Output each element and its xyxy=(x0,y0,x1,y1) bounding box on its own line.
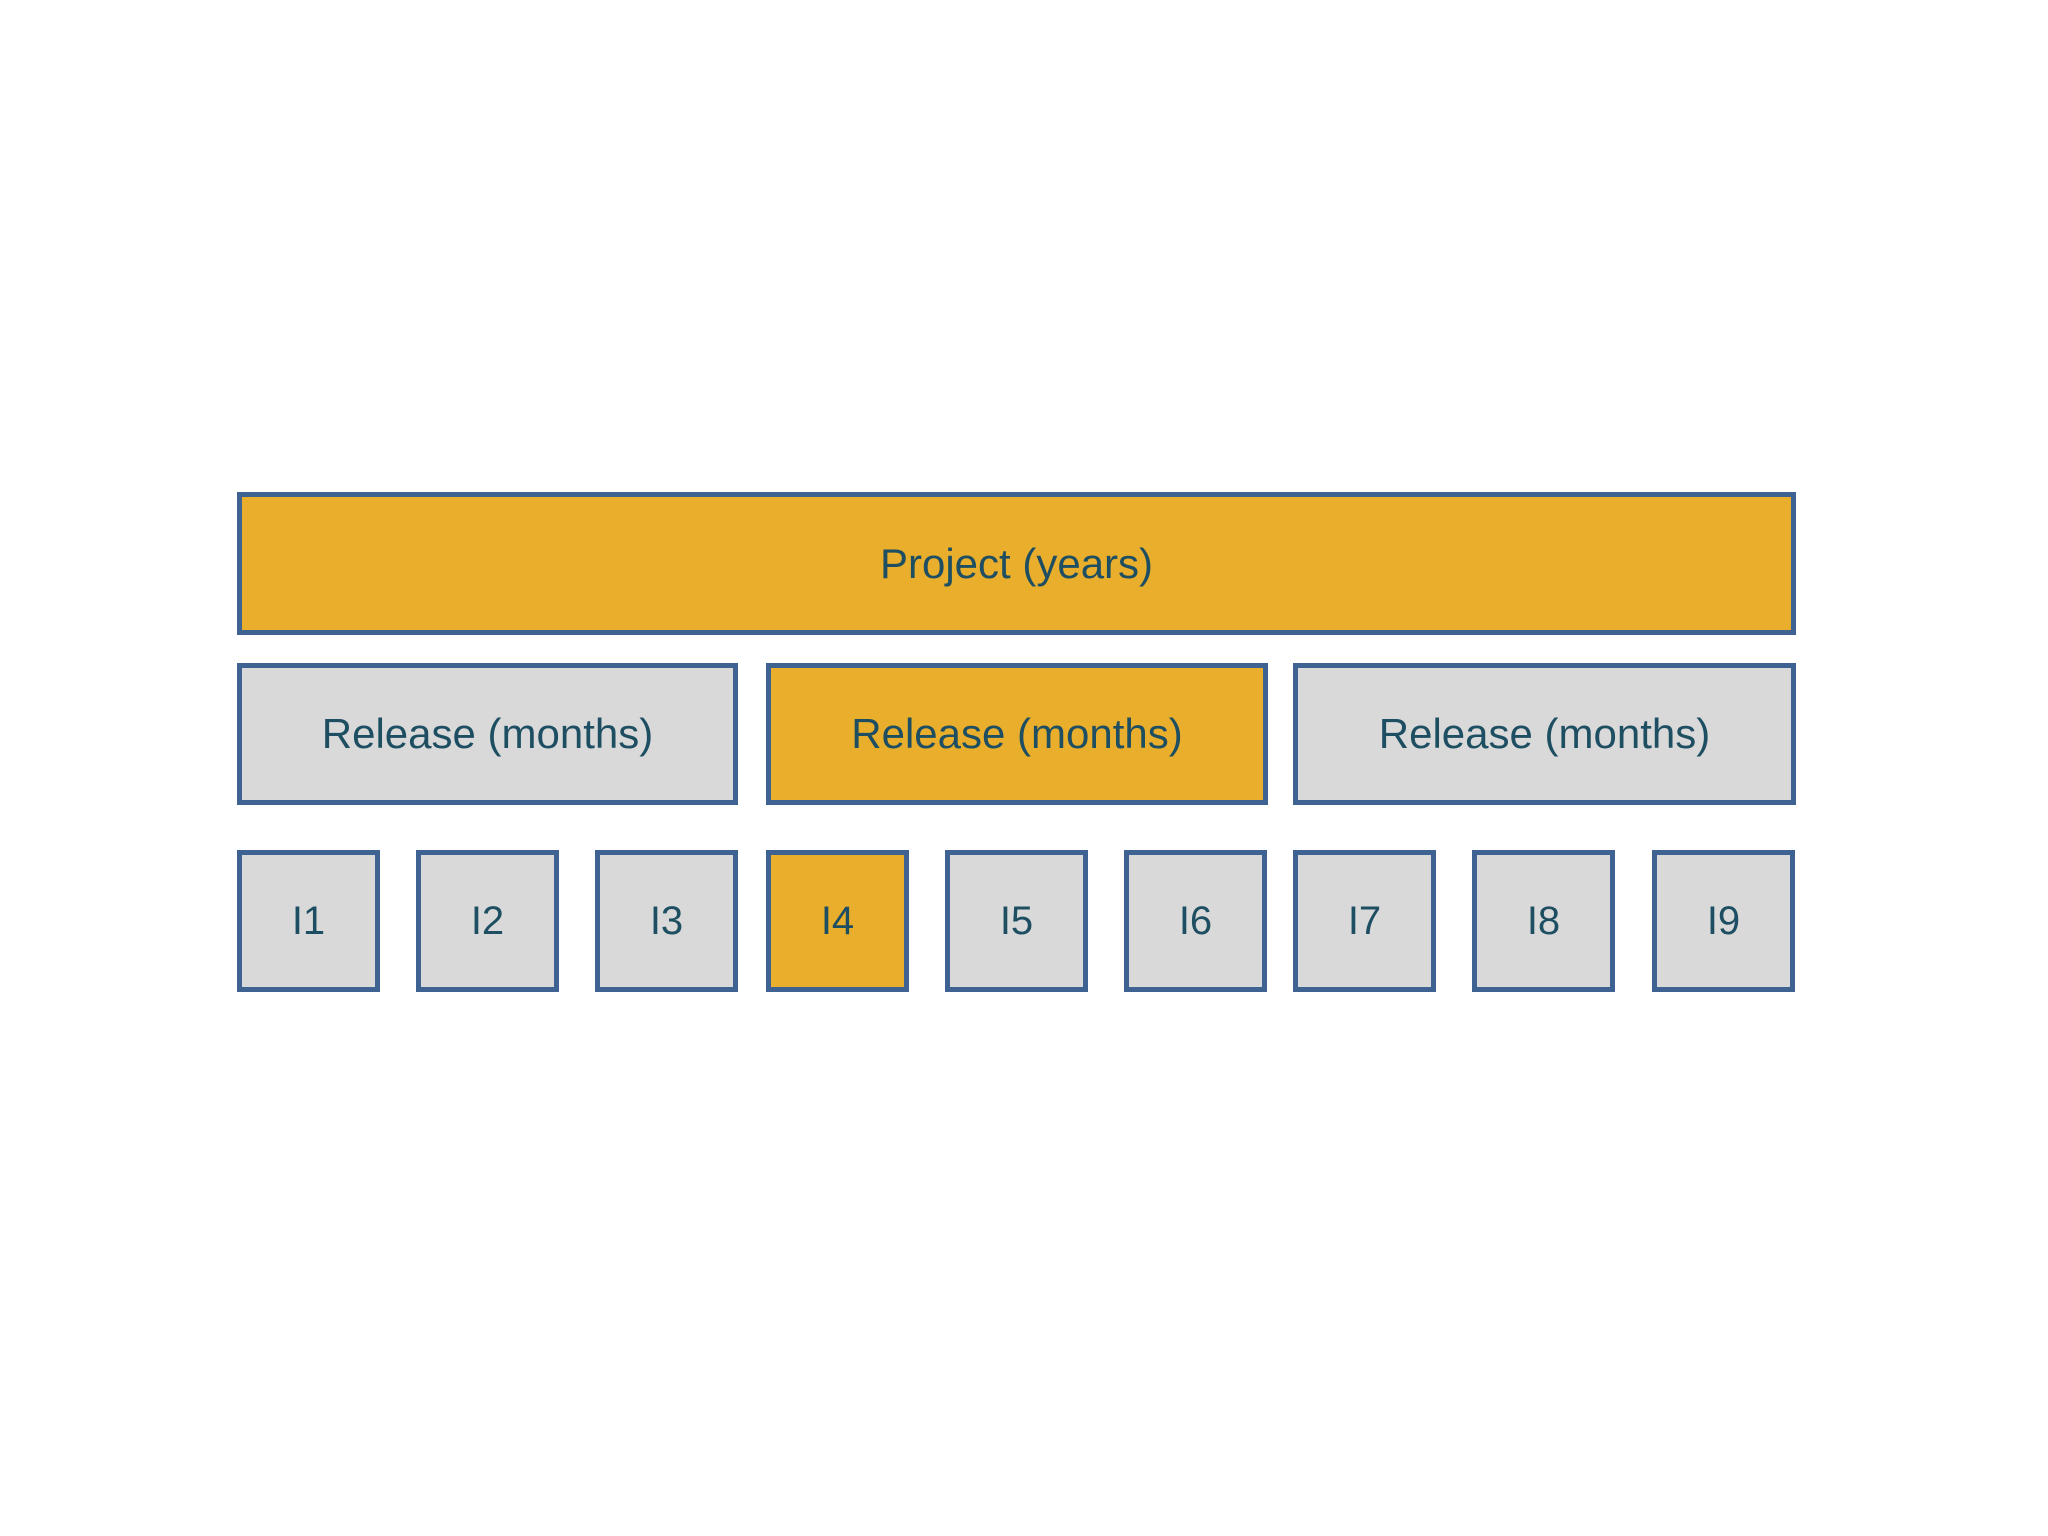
iteration-box-i8: I8 xyxy=(1472,850,1615,992)
iteration-box-i3: I3 xyxy=(595,850,738,992)
iteration-label: I1 xyxy=(291,898,326,943)
iteration-label: I5 xyxy=(999,898,1034,943)
release-bar-3: Release (months) xyxy=(1293,663,1796,805)
project-label: Project (years) xyxy=(879,539,1154,587)
project-bar: Project (years) xyxy=(237,492,1796,635)
iteration-label: I6 xyxy=(1178,898,1213,943)
iteration-box-i9: I9 xyxy=(1652,850,1795,992)
release-label: Release (months) xyxy=(321,710,654,757)
iteration-label: I2 xyxy=(470,898,505,943)
release-label: Release (months) xyxy=(851,710,1183,757)
release-bar-2: Release (months) xyxy=(766,663,1268,805)
iteration-label: I7 xyxy=(1347,898,1382,943)
iteration-box-i2: I2 xyxy=(416,850,559,992)
iteration-label: I8 xyxy=(1526,898,1561,943)
iteration-box-i6: I6 xyxy=(1124,850,1267,992)
release-label: Release (months) xyxy=(1378,710,1711,757)
iteration-label: I3 xyxy=(649,898,684,943)
iteration-box-i7: I7 xyxy=(1293,850,1436,992)
iteration-box-i1: I1 xyxy=(237,850,380,992)
iteration-box-i5: I5 xyxy=(945,850,1088,992)
release-bar-1: Release (months) xyxy=(237,663,738,805)
iteration-box-i4: I4 xyxy=(766,850,909,992)
iteration-label: I9 xyxy=(1706,898,1741,943)
iteration-label: I4 xyxy=(820,898,855,943)
